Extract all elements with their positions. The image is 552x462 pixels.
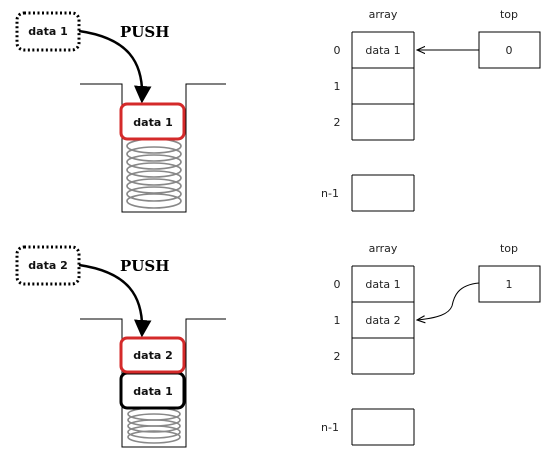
push-label: PUSH <box>120 257 169 275</box>
top-box: 0 <box>478 31 541 69</box>
source-data-box: data 2 <box>15 245 81 286</box>
array-header: array <box>369 242 398 255</box>
stack-top-element: data 1 <box>119 102 186 141</box>
source-data-box: data 1 <box>15 11 81 52</box>
stack-top-element: data 2 <box>119 336 186 374</box>
stack-top-label: data 2 <box>133 349 172 362</box>
array-cell-0: data 1 <box>365 278 400 291</box>
array-index-1: 1 <box>334 80 341 93</box>
stack-container <box>80 83 226 213</box>
top-header: top <box>500 8 518 21</box>
stack-spring <box>126 138 182 209</box>
array-index-2: 2 <box>334 350 341 363</box>
array-index-2: 2 <box>334 116 341 129</box>
push-label: PUSH <box>120 23 169 41</box>
top-value: 1 <box>506 278 513 291</box>
top-pointer-arrow <box>417 282 480 320</box>
push-arrow <box>78 29 152 104</box>
panel-1: data 1 PUSH data 1 array top <box>15 8 541 213</box>
top-box: 1 <box>478 265 541 303</box>
array-header: array <box>369 8 398 21</box>
array-index-0: 0 <box>334 44 341 57</box>
array-index-1: 1 <box>334 314 341 327</box>
array: data 1 <box>351 31 415 212</box>
stack-spring <box>127 407 181 444</box>
source-data-label: data 2 <box>28 259 67 272</box>
panel-2: data 2 PUSH data 1 data 2 array top data… <box>15 242 541 448</box>
array-index-0: 0 <box>334 278 341 291</box>
top-header: top <box>500 242 518 255</box>
top-value: 0 <box>506 44 513 57</box>
push-arrow <box>78 263 152 338</box>
array-cell-0: data 1 <box>365 44 400 57</box>
array-index-n-1: n-1 <box>321 187 339 200</box>
source-data-label: data 1 <box>28 25 67 38</box>
stack-top-label: data 1 <box>133 116 172 129</box>
array-cell-1: data 2 <box>365 314 400 327</box>
stack-below-element: data 1 <box>119 371 186 410</box>
array: data 1 data 2 <box>351 265 415 446</box>
stack-below-label: data 1 <box>133 385 172 398</box>
array-index-n-1: n-1 <box>321 421 339 434</box>
stack-container <box>80 318 226 448</box>
